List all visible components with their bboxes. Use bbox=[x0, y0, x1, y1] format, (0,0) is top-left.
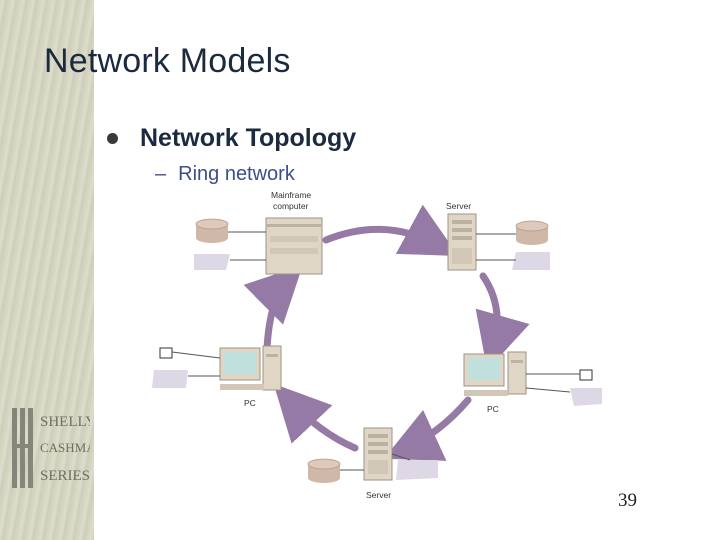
cable-printer-pc bbox=[171, 351, 221, 359]
sub-bullet-ring-network: –Ring network bbox=[155, 163, 295, 186]
disk-icon bbox=[195, 218, 229, 243]
cable-pc-pad bbox=[525, 387, 571, 393]
disk-icon bbox=[515, 220, 549, 245]
pad-server-right bbox=[512, 252, 550, 270]
printer-icon bbox=[579, 369, 593, 381]
mainframe-icon bbox=[265, 217, 323, 275]
pc-icon bbox=[463, 351, 527, 396]
bullet-network-topology: Network Topology bbox=[107, 124, 356, 153]
ring-arc-server-to-pc-left bbox=[273, 383, 359, 452]
ring-arc-server-to-pc bbox=[475, 272, 530, 371]
ring-arc-mainframe-to-server bbox=[322, 204, 459, 257]
disk-icon bbox=[307, 458, 341, 483]
label-pc-left: PC bbox=[244, 398, 256, 408]
label-server-bottom: Server bbox=[366, 490, 391, 500]
label-mainframe-line1: Mainframe bbox=[271, 190, 311, 200]
label-pc-right: PC bbox=[487, 404, 499, 414]
pc-icon bbox=[219, 345, 282, 391]
sub-bullet-dash: – bbox=[155, 163, 167, 185]
decorative-side-bar: SHELLY CASHMAN SERIES. bbox=[0, 0, 94, 540]
ring-arc-pc-to-mainframe bbox=[243, 265, 303, 352]
pad-mainframe-left bbox=[194, 254, 230, 270]
ring-arc-pc-to-server bbox=[383, 396, 472, 461]
ring-network-diagram: Mainframe computer Server PC bbox=[152, 190, 602, 500]
printer-icon bbox=[159, 347, 173, 359]
slide-title: Network Models bbox=[44, 42, 291, 80]
pad-pc-left bbox=[152, 370, 188, 388]
pad-pc-right bbox=[570, 388, 602, 406]
sub-bullet-text: Ring network bbox=[178, 163, 295, 185]
bullet-text: Network Topology bbox=[140, 124, 357, 152]
shelly-cashman-series-logo: SHELLY CASHMAN SERIES. bbox=[12, 408, 90, 488]
server-icon bbox=[447, 213, 477, 271]
pad-server-bottom bbox=[396, 460, 438, 480]
cable-server-pad-bottom bbox=[391, 453, 411, 461]
bullet-dot-icon bbox=[107, 133, 118, 144]
brand-line-series: SERIES. bbox=[40, 468, 90, 484]
brand-line-cashman: CASHMAN bbox=[40, 440, 90, 455]
label-mainframe-line2: computer bbox=[273, 201, 309, 211]
server-icon bbox=[363, 427, 393, 481]
label-server-top: Server bbox=[446, 201, 471, 211]
brand-line-shelly: SHELLY bbox=[40, 414, 90, 430]
page-number: 39 bbox=[618, 490, 637, 511]
